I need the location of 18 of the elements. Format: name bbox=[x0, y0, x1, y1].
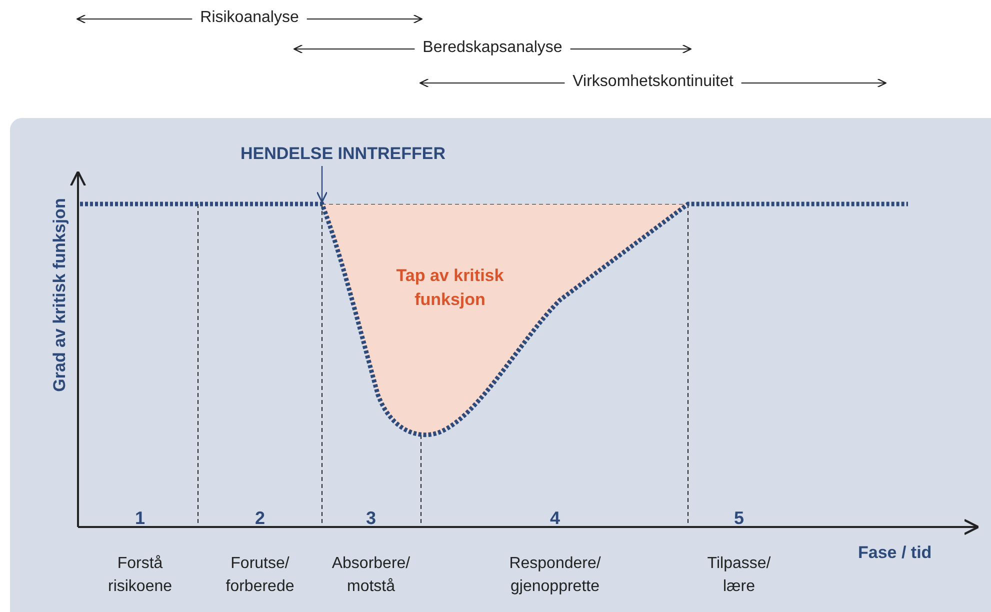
phase-label: Tilpasse/ lære bbox=[706, 554, 772, 597]
phase-number: 1 bbox=[134, 508, 145, 529]
phase-label: Respondere/ gjenopprette bbox=[508, 554, 602, 597]
phase-number: 4 bbox=[550, 508, 560, 529]
area-label: Tap av kritisk funksjon bbox=[395, 265, 505, 311]
range-label: Risikoanalyse bbox=[200, 9, 299, 27]
range-label: Virksomhetskontinuitet bbox=[572, 73, 734, 91]
phase-label: Forstå risikoene bbox=[106, 554, 174, 597]
range-label: Beredskapsanalyse bbox=[422, 39, 562, 57]
phase-label: Forutse/ forberede bbox=[224, 554, 296, 597]
axis-title: Grad av kritisk funksjon bbox=[50, 198, 70, 392]
phase-number: 3 bbox=[366, 508, 376, 529]
axis-title: Fase / tid bbox=[858, 543, 932, 563]
leader-line bbox=[316, 166, 328, 203]
event-marker: HENDELSE INNTREFFER bbox=[228, 144, 458, 166]
phase-number: 2 bbox=[254, 508, 265, 529]
phase-number: 5 bbox=[734, 508, 744, 529]
phase-label: Absorbere/ motstå bbox=[330, 554, 412, 597]
